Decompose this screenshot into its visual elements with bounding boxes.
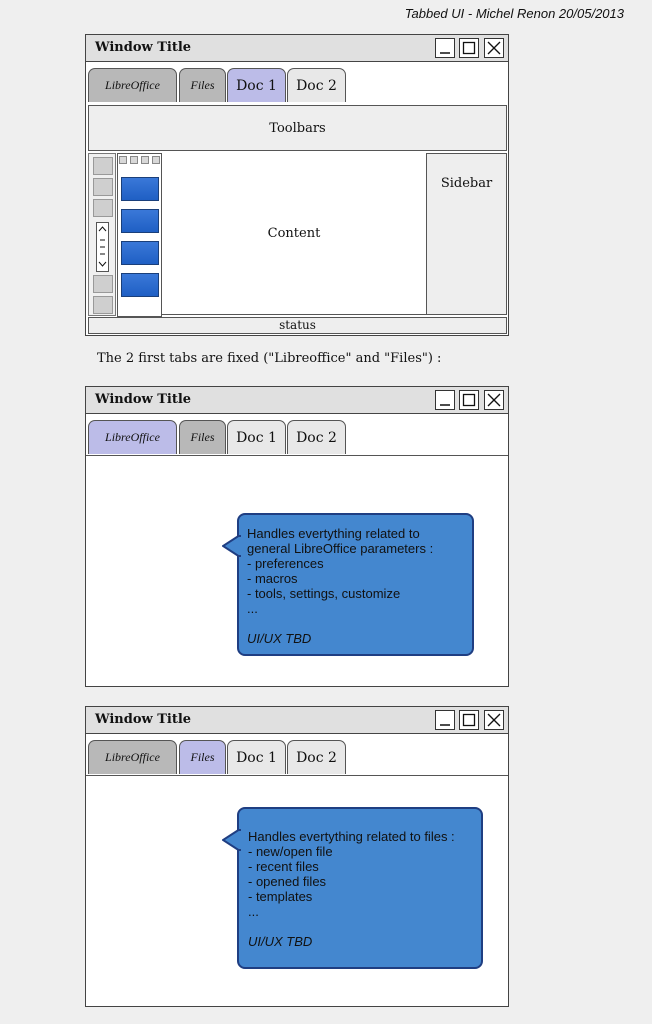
tab-doc-2[interactable]: Doc 2 <box>287 420 346 454</box>
tab-libreoffice[interactable]: LibreOffice <box>88 68 177 102</box>
minimize-icon <box>440 724 450 726</box>
callout-line <box>247 616 464 631</box>
close-icon <box>487 713 501 727</box>
title-bar: Window Title <box>86 35 508 62</box>
callout-pointer-icon <box>222 535 241 557</box>
callout-line: - macros <box>247 571 298 586</box>
thumbnail[interactable] <box>121 209 159 233</box>
window-title: Window Title <box>95 392 192 407</box>
close-button[interactable] <box>484 38 504 58</box>
callout-line: - opened files <box>248 874 327 889</box>
panel-mini-button[interactable] <box>152 156 160 164</box>
tool-button[interactable] <box>93 157 113 175</box>
tab-baseline <box>86 455 508 456</box>
callout-line: general LibreOffice parameters : <box>247 541 434 556</box>
window-title: Window Title <box>95 40 192 55</box>
fixed-tabs-caption: The 2 first tabs are fixed ("Libreoffice… <box>97 351 442 366</box>
window-mockup-overview: Window Title LibreOffice Files Doc 1 Doc… <box>85 34 509 336</box>
close-icon <box>487 393 501 407</box>
callout-line: - recent files <box>248 859 319 874</box>
scroll-control[interactable] <box>96 222 109 272</box>
tab-doc-1[interactable]: Doc 1 <box>227 68 286 102</box>
callout-line: - tools, settings, customize <box>247 586 401 601</box>
maximize-button[interactable] <box>459 38 479 58</box>
tab-bar: LibreOffice Files Doc 1 Doc 2 <box>86 734 508 776</box>
callout-line: Handles evertything related to <box>247 526 420 541</box>
author-credit: Tabbed UI - Michel Renon 20/05/2013 <box>404 6 624 21</box>
tab-files[interactable]: Files <box>179 740 226 774</box>
status-bar: status <box>88 317 507 334</box>
maximize-icon <box>462 393 476 407</box>
panel-mini-button[interactable] <box>130 156 138 164</box>
content-area: Content <box>162 153 426 315</box>
tab-libreoffice[interactable]: LibreOffice <box>88 740 177 774</box>
files-tab-callout: Handles evertything related to files : -… <box>222 807 483 969</box>
thumbnail[interactable] <box>121 241 159 265</box>
callout-line: Handles evertything related to files : <box>248 829 455 844</box>
callout-pointer-icon <box>222 829 241 851</box>
title-bar: Window Title <box>86 707 508 734</box>
minimize-icon <box>440 404 450 406</box>
minimize-button[interactable] <box>435 390 455 410</box>
tab-bar: LibreOffice Files Doc 1 Doc 2 <box>86 62 508 104</box>
callout-line: - templates <box>248 889 313 904</box>
minimize-icon <box>440 52 450 54</box>
close-icon <box>487 41 501 55</box>
maximize-button[interactable] <box>459 710 479 730</box>
minimize-button[interactable] <box>435 38 455 58</box>
tab-files[interactable]: Files <box>179 420 226 454</box>
tab-bar: LibreOffice Files Doc 1 Doc 2 <box>86 414 508 456</box>
toolbars-area: Toolbars <box>88 105 507 151</box>
tool-button[interactable] <box>93 178 113 196</box>
tab-doc-2[interactable]: Doc 2 <box>287 68 346 102</box>
tool-button[interactable] <box>93 199 113 217</box>
panel-mini-button[interactable] <box>141 156 149 164</box>
callout-line <box>248 919 472 934</box>
libreoffice-tab-callout: Handles evertything related to general L… <box>222 513 474 656</box>
left-tool-strip <box>88 153 116 316</box>
scroll-arrows-icon <box>98 226 107 267</box>
callout-line: ... <box>248 904 259 919</box>
callout-line: - new/open file <box>248 844 333 859</box>
maximize-icon <box>462 41 476 55</box>
tool-button[interactable] <box>93 296 113 314</box>
window-title: Window Title <box>95 712 192 727</box>
close-button[interactable] <box>484 710 504 730</box>
tab-files[interactable]: Files <box>179 68 226 102</box>
callout-line: ... <box>247 601 258 616</box>
tab-baseline <box>86 775 508 776</box>
minimize-button[interactable] <box>435 710 455 730</box>
thumbnail[interactable] <box>121 273 159 297</box>
tab-libreoffice[interactable]: LibreOffice <box>88 420 177 454</box>
tab-doc-2[interactable]: Doc 2 <box>287 740 346 774</box>
close-button[interactable] <box>484 390 504 410</box>
thumbnail[interactable] <box>121 177 159 201</box>
callout-line: - preferences <box>247 556 324 571</box>
tab-doc-1[interactable]: Doc 1 <box>227 420 286 454</box>
title-bar: Window Title <box>86 387 508 414</box>
slide-thumbnail-panel <box>117 153 162 317</box>
tool-button[interactable] <box>93 275 113 293</box>
panel-mini-button[interactable] <box>119 156 127 164</box>
tab-doc-1[interactable]: Doc 1 <box>227 740 286 774</box>
callout-line: UI/UX TBD <box>248 934 313 949</box>
sidebar-area: Sidebar <box>426 153 507 315</box>
maximize-icon <box>462 713 476 727</box>
callout-line: UI/UX TBD <box>247 631 312 646</box>
maximize-button[interactable] <box>459 390 479 410</box>
